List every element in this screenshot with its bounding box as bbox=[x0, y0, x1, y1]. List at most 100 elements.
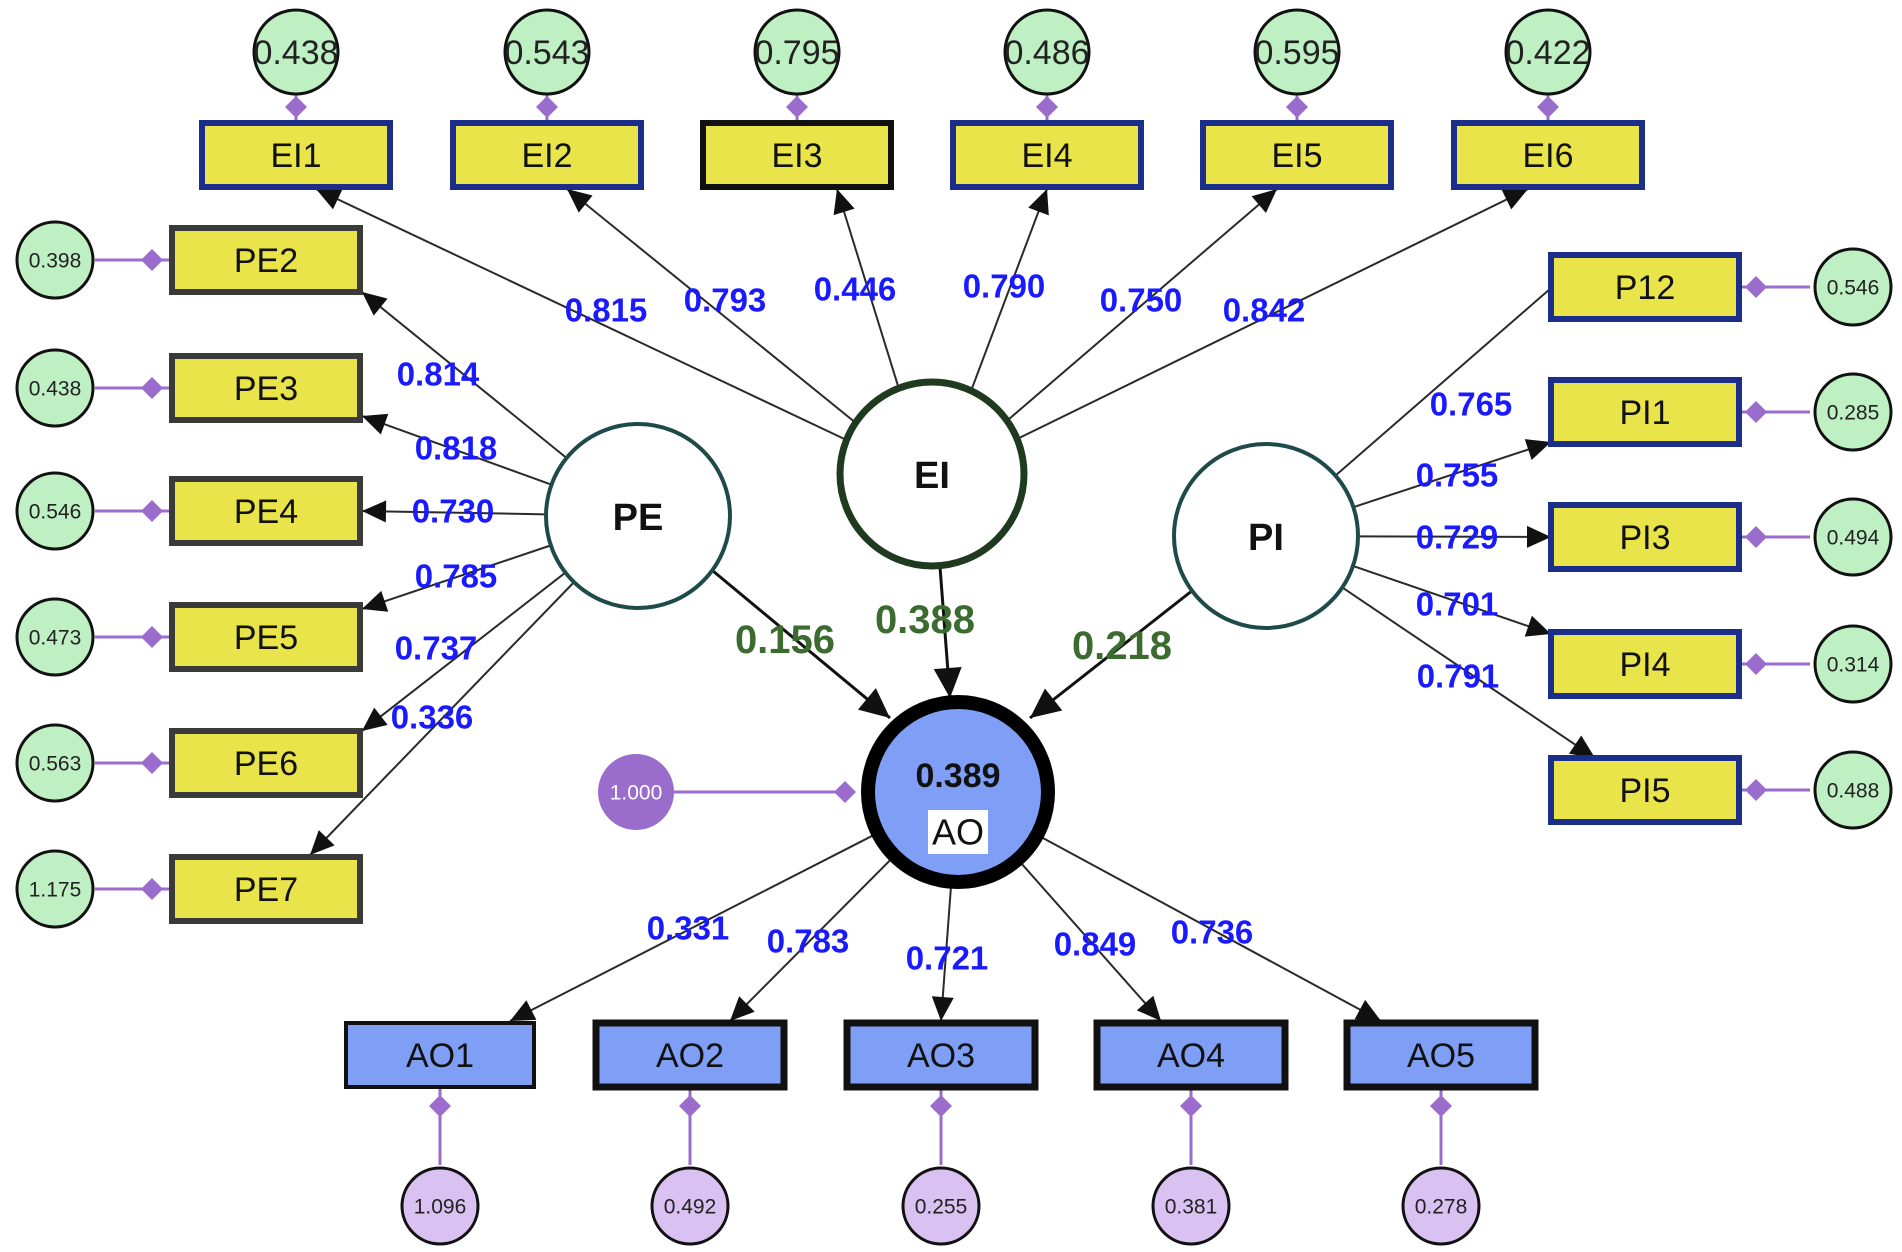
loading-label-pe4: 0.730 bbox=[412, 493, 495, 530]
indicator-pe5-label: PE5 bbox=[234, 619, 298, 657]
loading-line-pe4 bbox=[361, 510, 547, 516]
indicator-ao3-label: AO3 bbox=[907, 1037, 975, 1075]
indicator-pi3 bbox=[1548, 502, 1742, 572]
loading-label-pe7: 0.336 bbox=[391, 699, 474, 736]
error-circle-ei5 bbox=[1253, 8, 1341, 96]
loading-line-pi4 bbox=[1352, 564, 1552, 635]
error-circle-ei4-value: 0.486 bbox=[1004, 34, 1089, 72]
loading-arrow-pe7 bbox=[310, 830, 335, 855]
loading-label-ao4: 0.849 bbox=[1054, 926, 1137, 963]
loading-arrow-ao3 bbox=[931, 996, 954, 1021]
indicator-pi1 bbox=[1548, 377, 1742, 447]
path-arrow-pe-ao bbox=[857, 688, 890, 718]
error-diamond-ao5 bbox=[1430, 1095, 1452, 1117]
loading-label-ao1: 0.331 bbox=[647, 910, 730, 947]
loading-arrow-ei5 bbox=[1251, 189, 1277, 213]
error-circle-ei1-value: 0.438 bbox=[253, 34, 338, 72]
loading-line-ei6 bbox=[1016, 188, 1529, 440]
loading-line-ao2 bbox=[729, 859, 891, 1022]
error-circle-ao4-value: 0.381 bbox=[1165, 1196, 1218, 1219]
loading-line-ao1 bbox=[509, 834, 873, 1022]
loading-label-ei3: 0.446 bbox=[814, 271, 897, 308]
error-diamond-ei1 bbox=[285, 96, 307, 118]
loading-arrow-pi4 bbox=[1524, 615, 1551, 637]
indicator-pe6 bbox=[169, 728, 363, 798]
error-circle-ei2 bbox=[503, 8, 591, 96]
error-circle-ao5-value: 0.278 bbox=[1415, 1196, 1468, 1219]
loading-label-ei4: 0.790 bbox=[963, 268, 1046, 305]
error-diamond-pe5 bbox=[141, 626, 163, 648]
error-diamond-p12 bbox=[1745, 276, 1767, 298]
error-circle-pe2 bbox=[15, 220, 95, 300]
indicator-pe5 bbox=[169, 602, 363, 672]
error-diamond-ei2 bbox=[536, 96, 558, 118]
indicator-pe7-label: PE7 bbox=[234, 871, 298, 909]
latent-ei bbox=[836, 378, 1028, 570]
loading-arrow-pi5 bbox=[1568, 735, 1595, 758]
disturbance-value-ao: 1.000 bbox=[610, 782, 663, 805]
disturbance-circle-ao bbox=[598, 754, 674, 830]
error-circle-pe7 bbox=[15, 849, 95, 929]
disturbance-diamond-ao bbox=[834, 781, 856, 803]
indicator-ei3-label: EI3 bbox=[771, 137, 822, 175]
loading-label-ei5: 0.750 bbox=[1100, 282, 1183, 319]
loading-label-ei1: 0.815 bbox=[565, 292, 648, 329]
loading-arrow-ao1 bbox=[510, 1000, 537, 1021]
error-circle-ei4 bbox=[1003, 8, 1091, 96]
loading-arrow-ei6 bbox=[1501, 189, 1528, 210]
latent-pi bbox=[1172, 442, 1360, 630]
loading-label-pi5: 0.791 bbox=[1417, 658, 1500, 695]
path-arrow-pi-ao bbox=[1030, 688, 1063, 718]
indicator-ao4 bbox=[1093, 1019, 1289, 1091]
latent-ao-r2: 0.389 bbox=[915, 757, 1000, 795]
error-diamond-pi5 bbox=[1745, 779, 1767, 801]
indicator-pe2 bbox=[169, 225, 363, 295]
indicator-ei1 bbox=[199, 120, 393, 190]
loading-arrow-ei3 bbox=[833, 189, 855, 216]
error-circle-pe6-value: 0.563 bbox=[29, 753, 82, 776]
loading-label-ei6: 0.842 bbox=[1223, 292, 1306, 329]
indicator-ao2-label: AO2 bbox=[656, 1037, 724, 1075]
path-coefficient-pe-ao: 0.156 bbox=[735, 618, 835, 662]
error-circle-ao1-value: 1.096 bbox=[414, 1196, 467, 1219]
loading-line-ao4 bbox=[1020, 863, 1162, 1022]
loading-arrow-pe5 bbox=[362, 590, 389, 612]
loading-line-pi5 bbox=[1341, 586, 1596, 759]
error-diamond-ei5 bbox=[1286, 96, 1308, 118]
loading-line-ei5 bbox=[1006, 188, 1278, 422]
indicator-pe7 bbox=[169, 854, 363, 924]
indicator-pi1-label: PI1 bbox=[1619, 394, 1670, 432]
indicator-pe6-label: PE6 bbox=[234, 745, 298, 783]
indicator-pi4 bbox=[1548, 629, 1742, 699]
loading-line-pe6 bbox=[361, 571, 567, 732]
loading-arrow-ao4 bbox=[1136, 995, 1161, 1021]
error-diamond-pe2 bbox=[141, 249, 163, 271]
error-diamond-pe6 bbox=[141, 752, 163, 774]
error-diamond-pe7 bbox=[141, 878, 163, 900]
path-arrow-ei-ao bbox=[933, 667, 962, 698]
error-diamond-ao3 bbox=[930, 1095, 952, 1117]
indicator-ei4-label: EI4 bbox=[1021, 137, 1072, 175]
indicator-ao5 bbox=[1343, 1019, 1539, 1091]
latent-ao bbox=[861, 695, 1055, 889]
error-diamond-pi1 bbox=[1745, 401, 1767, 423]
indicator-p12 bbox=[1548, 252, 1742, 322]
latent-ao-label-bg bbox=[928, 810, 988, 854]
error-circle-ei6 bbox=[1504, 8, 1592, 96]
indicator-ei2 bbox=[450, 120, 644, 190]
error-circle-p12 bbox=[1813, 247, 1893, 327]
error-circle-pe2-value: 0.398 bbox=[29, 250, 82, 273]
indicator-pe3 bbox=[169, 353, 363, 423]
error-circle-pe7-value: 1.175 bbox=[29, 879, 82, 902]
error-circle-pe4-value: 0.546 bbox=[29, 501, 82, 524]
path-line-pe-ao bbox=[712, 569, 891, 720]
loading-label-pe5: 0.785 bbox=[415, 558, 498, 595]
indicator-ei5-label: EI5 bbox=[1271, 137, 1322, 175]
loading-line-ei3 bbox=[836, 188, 900, 389]
error-diamond-pi3 bbox=[1745, 526, 1767, 548]
error-circle-pe5-value: 0.473 bbox=[29, 627, 82, 650]
loading-label-ao2: 0.783 bbox=[767, 923, 850, 960]
loading-label-pe6: 0.737 bbox=[395, 630, 478, 667]
loading-label-pi3: 0.729 bbox=[1416, 519, 1499, 556]
